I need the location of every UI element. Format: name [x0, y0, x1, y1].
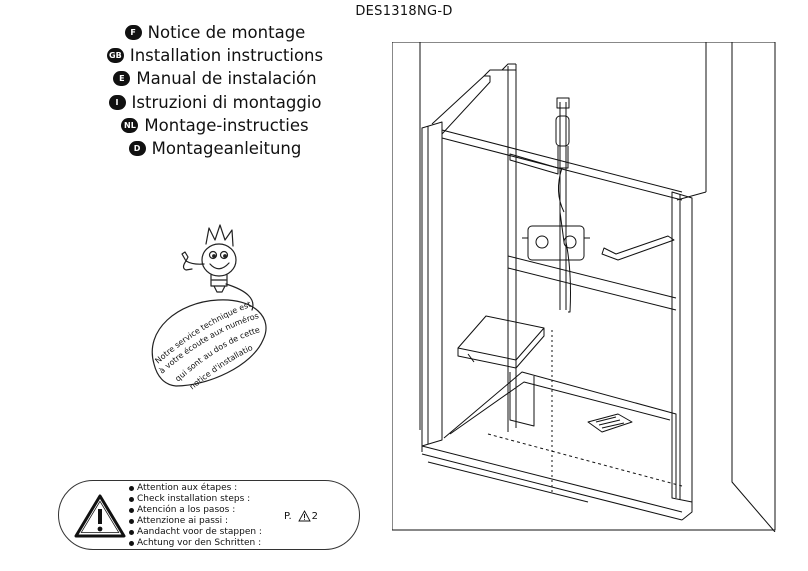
language-badge-nl: NL	[121, 117, 139, 133]
list-item: Attenzione ai passi :	[129, 516, 262, 527]
title-text: Notice de montage	[147, 23, 306, 43]
title-spanish: E Manual de instalación	[80, 67, 350, 90]
title-italian: I Istruzioni di montaggio	[80, 91, 350, 114]
title-text: Montageanleitung	[151, 139, 302, 159]
page-reference: P. 2	[284, 510, 318, 522]
title-french: F Notice de montage	[80, 21, 350, 44]
bullet-icon	[129, 519, 134, 524]
language-badge-i: I	[108, 94, 126, 110]
warning-triangle-icon	[74, 494, 126, 538]
shower-cabin-illustration	[392, 42, 776, 532]
small-warning-icon	[297, 510, 311, 522]
title-english: GB Installation instructions	[80, 44, 350, 67]
title-dutch: NL Montage-instructies	[80, 114, 350, 137]
page-number: 2	[311, 510, 319, 522]
warning-steps-list: Attention aux étapes : Check installatio…	[129, 483, 262, 549]
bullet-icon	[129, 508, 134, 513]
title-text: Montage-instructies	[144, 115, 309, 135]
list-item: Achtung vor den Schritten :	[129, 538, 262, 549]
language-badge-f: F	[124, 25, 142, 41]
page-prefix: P.	[284, 510, 292, 522]
language-badge-gb: GB	[106, 48, 124, 64]
title-text: Installation instructions	[129, 46, 324, 66]
list-item: Check installation steps :	[129, 494, 262, 505]
title-text: Manual de instalación	[136, 69, 317, 89]
language-badge-d: D	[128, 141, 146, 157]
bullet-icon	[129, 486, 134, 491]
bullet-icon	[129, 497, 134, 502]
installation-warning-box: Attention aux étapes : Check installatio…	[58, 480, 360, 550]
title-german: D Montageanleitung	[80, 137, 350, 160]
document-reference: DES1318NG-D	[355, 4, 453, 19]
title-text: Istruzioni di montaggio	[131, 92, 322, 112]
lightbulb-mascot-icon: Notre service technique est à votre écou…	[148, 222, 267, 391]
language-badge-e: E	[113, 71, 131, 87]
list-item: Attention aux étapes :	[129, 483, 262, 494]
list-item: Aandacht voor de stappen :	[129, 527, 262, 538]
list-item: Atención a los pasos :	[129, 505, 262, 516]
bullet-icon	[129, 530, 134, 535]
bullet-icon	[129, 541, 134, 546]
instruction-titles: F Notice de montage GB Installation inst…	[80, 21, 350, 160]
